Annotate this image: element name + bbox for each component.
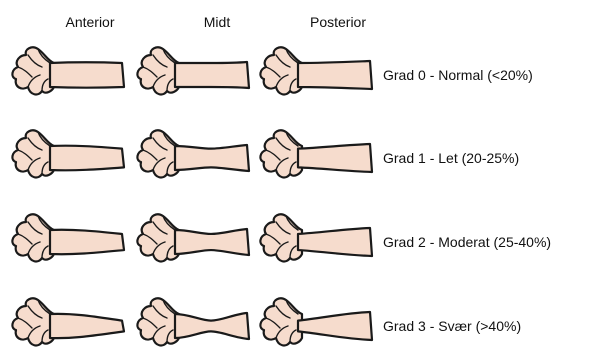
vertebral-body — [298, 312, 372, 340]
vertebra-grade-0-anterior — [12, 47, 124, 94]
vertebral-body — [175, 229, 249, 255]
grade-label-0: Grad 0 - Normal (<20%) — [383, 66, 533, 84]
grade-label-3: Grad 3 - Svær (>40%) — [383, 317, 521, 335]
vertebral-body — [298, 228, 372, 256]
vertebral-arch — [260, 47, 302, 94]
vertebral-body — [298, 61, 372, 89]
vertebra-grade-2-anterior — [12, 214, 124, 261]
vertebral-arch — [137, 298, 179, 345]
vertebral-arch — [12, 130, 54, 177]
vertebral-body — [298, 144, 372, 172]
vertebral-arch — [260, 298, 302, 345]
vertebral-arch — [12, 298, 54, 345]
vertebra-grade-2-posterior — [260, 214, 372, 261]
vertebral-body — [50, 230, 124, 254]
vertebra-grade-3-posterior — [260, 298, 372, 345]
vertebral-arch — [12, 47, 54, 94]
vertebral-arch — [12, 214, 54, 261]
vertebral-body — [50, 146, 124, 171]
vertebral-body — [175, 145, 249, 171]
vertebral-body — [175, 313, 249, 339]
grade-label-2: Grad 2 - Moderat (25-40%) — [383, 233, 551, 251]
vertebral-arch — [260, 130, 302, 177]
vertebra-grade-0-posterior — [260, 47, 372, 94]
vertebra-grade-1-middle — [137, 130, 249, 177]
vertebral-body — [50, 62, 124, 88]
vertebral-body — [50, 314, 124, 338]
vertebral-arch — [137, 130, 179, 177]
vertebra-grade-1-anterior — [12, 130, 124, 177]
vertebra-grade-0-middle — [137, 47, 249, 94]
vertebral-arch — [260, 214, 302, 261]
grade-label-1: Grad 1 - Let (20-25%) — [383, 149, 519, 167]
vertebral-body — [175, 62, 249, 88]
vertebra-grade-3-anterior — [12, 298, 124, 345]
vertebral-arch — [137, 47, 179, 94]
vertebra-grade-2-middle — [137, 214, 249, 261]
vertebral-arch — [137, 214, 179, 261]
vertebra-grade-3-middle — [137, 298, 249, 345]
vertebra-grade-1-posterior — [260, 130, 372, 177]
